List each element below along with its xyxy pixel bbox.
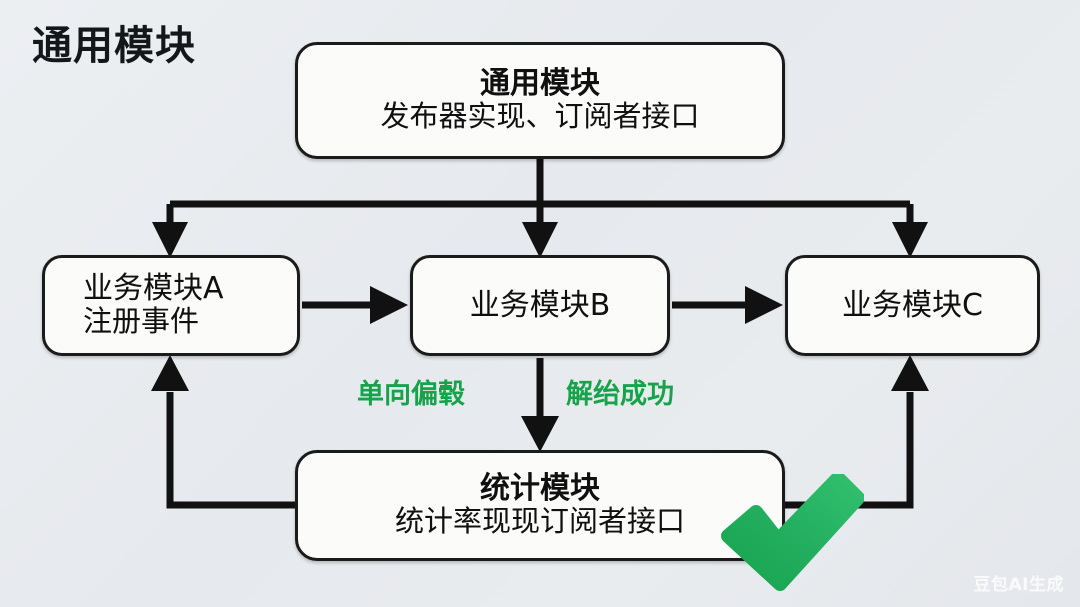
arrowhead-biz-c-bottom [891,355,929,391]
watermark: 豆包AI生成 [973,575,1064,595]
node-biz-module-a[interactable]: 业务模块A 注册事件 [42,255,300,356]
edge-label-left: 单向偏毂 [357,379,465,410]
node-biz-a-subtitle: 注册事件 [83,304,200,339]
node-stats-subtitle: 统计率现现订阅者接口 [394,504,685,539]
arrow-heads [151,222,929,452]
node-common-module[interactable]: 通用模块 发布器实现、订阅者接口 [295,42,785,159]
edge-label-right: 解绐成功 [566,379,674,410]
node-biz-c-title: 业务模块C [842,287,983,323]
page-title: 通用模块 [32,23,196,69]
arrowhead-biz-c-top [892,222,928,258]
arrowhead-biz-c-left [745,286,783,324]
node-stats-title: 统计模块 [480,470,600,506]
arrowhead-biz-a-top [152,222,188,258]
arrowhead-biz-b-top [522,222,558,258]
node-biz-a-title: 业务模块A [83,270,224,306]
node-biz-b-title: 业务模块B [469,287,611,323]
node-common-subtitle: 发布器实现、订阅者接口 [380,99,700,134]
node-common-title: 通用模块 [480,65,600,101]
node-biz-module-b[interactable]: 业务模块B [410,255,670,356]
arrowhead-stats-top [521,416,559,452]
node-stats-module[interactable]: 统计模块 统计率现现订阅者接口 [295,450,785,561]
wire-stats-to-biz-a [166,392,295,509]
check-mark-icon [721,474,864,591]
arrowhead-biz-a-bottom [151,355,189,391]
arrowhead-biz-b-left [370,286,408,324]
node-biz-module-c[interactable]: 业务模块C [785,255,1040,356]
